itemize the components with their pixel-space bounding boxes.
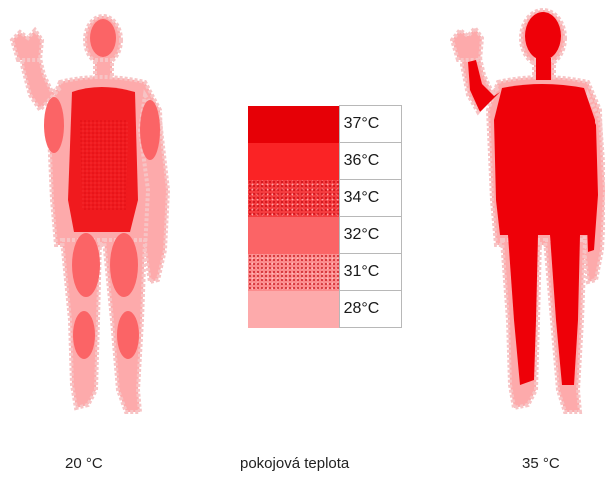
legend-row: 34°C (248, 180, 402, 217)
legend-swatch (248, 217, 339, 254)
core-zone (68, 87, 138, 232)
legend-row: 37°C (248, 106, 402, 143)
legend-row: 31°C (248, 254, 402, 291)
legend-row: 32°C (248, 217, 402, 254)
legend-label: 36°C (339, 143, 401, 180)
caption-warm-temperature: 35 °C (522, 455, 560, 472)
legend-swatch (248, 291, 339, 328)
body-figure-cool (0, 0, 185, 440)
legend-label: 34°C (339, 180, 401, 217)
legend-row: 28°C (248, 291, 402, 328)
legend-label: 31°C (339, 254, 401, 291)
legend-label: 28°C (339, 291, 401, 328)
legend-swatch (248, 106, 339, 143)
caption-cool-temperature: 20 °C (65, 455, 103, 472)
legend-label: 37°C (339, 106, 401, 143)
legend-swatch (248, 180, 339, 217)
legend-swatch (248, 254, 339, 291)
legend-swatch (248, 143, 339, 180)
legend-label: 32°C (339, 217, 401, 254)
body-figure-warm (450, 0, 605, 440)
legend-row: 36°C (248, 143, 402, 180)
caption-room-temperature: pokojová teplota (240, 455, 349, 472)
